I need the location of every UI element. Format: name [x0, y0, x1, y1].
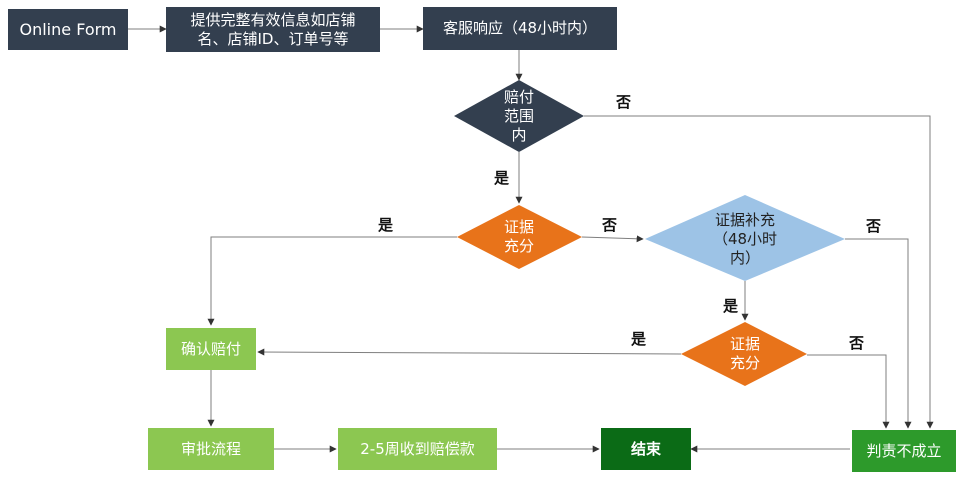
- edge-supp-no: [845, 238, 912, 429]
- ev1-yes-label: 是: [378, 216, 394, 234]
- scope-no-label: 否: [616, 93, 632, 111]
- confirm-pay-node: [166, 328, 256, 370]
- online-form-node: [8, 9, 128, 50]
- in-scope-decision: [454, 80, 584, 152]
- edge-ev1-yes: [207, 236, 457, 326]
- edge-scope-no: [584, 115, 934, 429]
- receive-pay-node: [338, 428, 497, 470]
- provide-info-node: [166, 7, 380, 52]
- ev2-yes-label: 是: [631, 330, 647, 348]
- ev2-no-label: 否: [849, 334, 865, 352]
- evidence-1-decision: [457, 205, 582, 269]
- edge-ev1-no: [581, 235, 644, 243]
- supp-yes-label: 是: [723, 297, 739, 315]
- scope-yes-label: 是: [494, 169, 510, 187]
- approval-node: [148, 428, 274, 470]
- edge-ev2-no: [807, 354, 890, 429]
- not-liable-node: [852, 430, 956, 472]
- edge-ev2-yes: [257, 348, 682, 356]
- evidence-2-decision: [681, 322, 807, 386]
- supplement-decision: [645, 195, 845, 281]
- cs-response-node: [423, 7, 617, 50]
- ev1-no-label: 否: [602, 216, 618, 234]
- supp-no-label: 否: [866, 217, 882, 235]
- end-node: [601, 428, 691, 470]
